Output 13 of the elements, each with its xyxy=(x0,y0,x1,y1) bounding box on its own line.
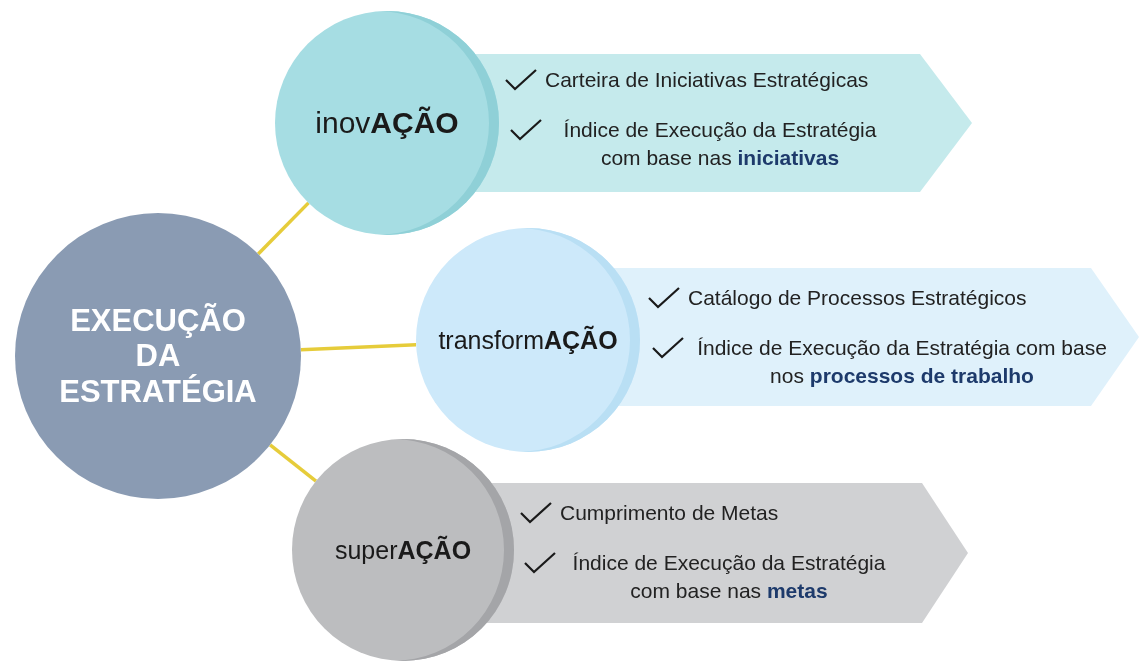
list-item-text: Carteira de Iniciativas Estratégicas xyxy=(545,67,869,93)
list-item-text: Índice de Execução da Estratégia com base nas metas xyxy=(571,550,887,604)
circle-label: superAÇÃO xyxy=(333,535,473,565)
circle-label: inovAÇÃO xyxy=(314,105,460,141)
list-item-text: Índice de Execução da Estratégia com base nas iniciativas xyxy=(562,117,878,171)
circle-label: EXECUÇÃO DA ESTRATÉGIA xyxy=(58,302,258,410)
list-item-text: Catálogo de Processos Estratégicos xyxy=(688,285,1027,311)
connector-line xyxy=(300,343,417,352)
list-item-text: Cumprimento de Metas xyxy=(560,500,779,526)
connector-line xyxy=(257,201,310,256)
circle-label: transformAÇÃO xyxy=(437,325,619,355)
connector-line xyxy=(269,443,318,483)
list-item-text: Índice de Execução da Estratégia com base nos processos de trabalho xyxy=(696,335,1108,389)
